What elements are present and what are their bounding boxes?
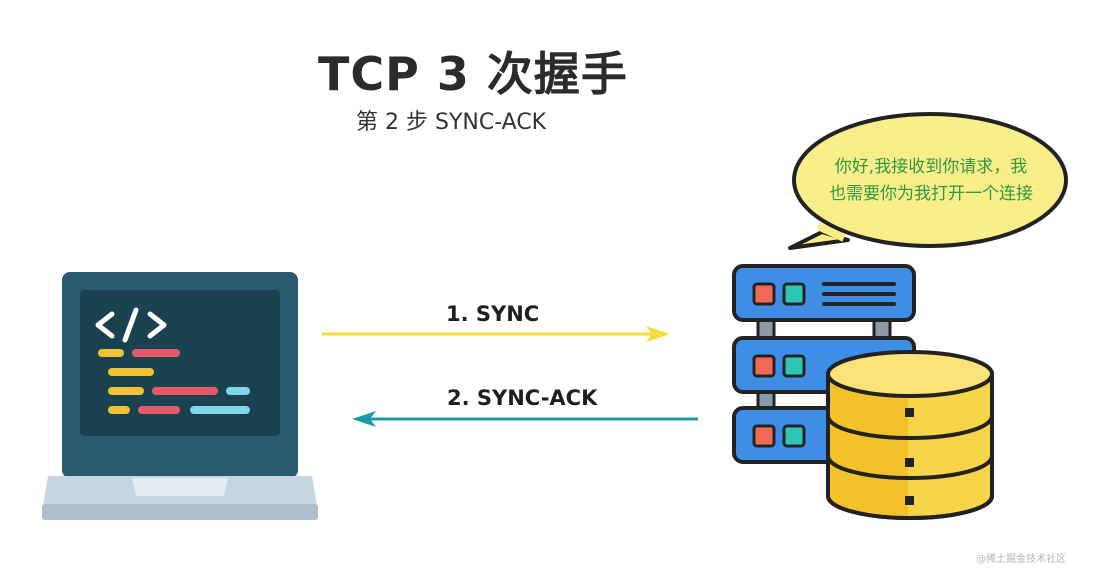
diagram-title: TCP 3 次握手 [318, 47, 628, 101]
sync-ack-arrow [352, 411, 698, 427]
speech-bubble-line-1: 你好,我接收到你请求，我 [834, 157, 1028, 177]
database-icon [826, 350, 994, 520]
sync-ack-label: 2. SYNC-ACK [447, 386, 598, 410]
sync-arrow [322, 326, 670, 342]
speech-bubble-line-2: 也需要你为我打开一个连接 [829, 184, 1033, 204]
sync-label: 1. SYNC [446, 302, 540, 326]
code-lines [98, 349, 250, 414]
speech-bubble-text: 你好,我接收到你请求，我 也需要你为我打开一个连接 [808, 154, 1054, 208]
step-subtitle: 第 2 步 SYNC-ACK [356, 110, 547, 135]
speech-bubble [788, 112, 1068, 250]
laptop-icon [42, 272, 318, 520]
code-icon [95, 307, 167, 343]
watermark: @稀土掘金技术社区 [976, 554, 1066, 565]
